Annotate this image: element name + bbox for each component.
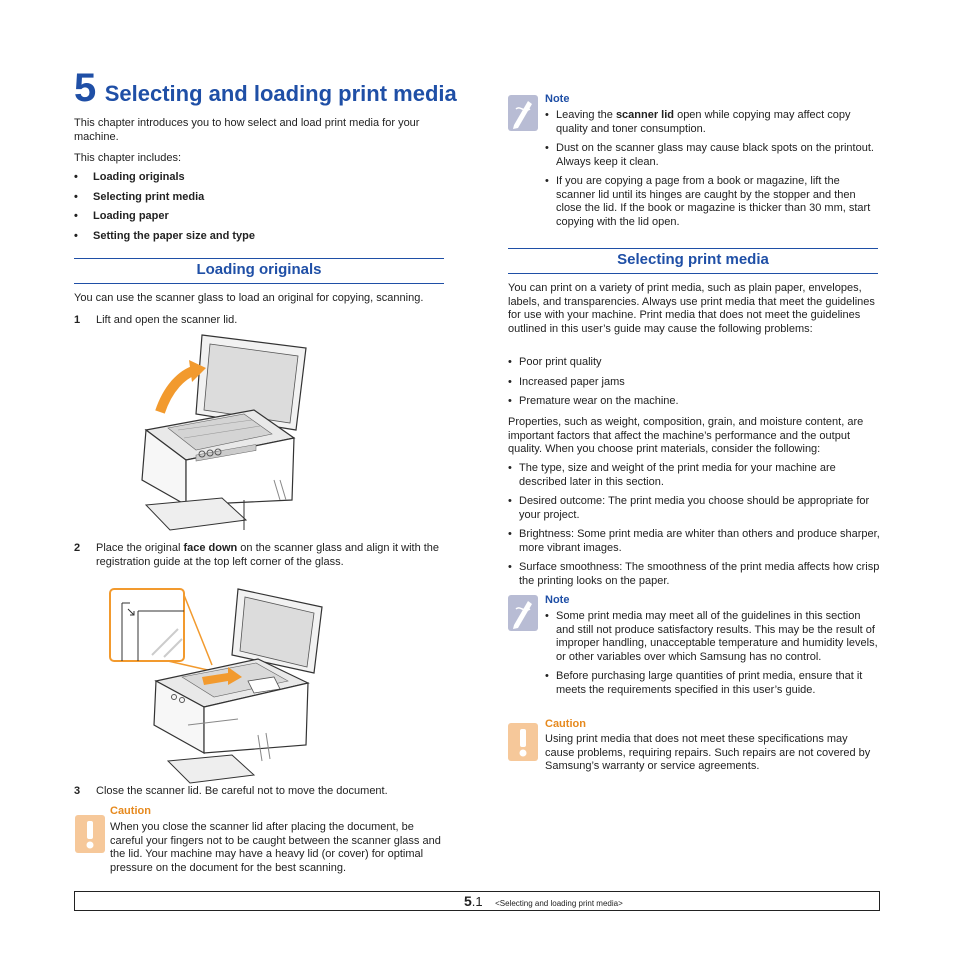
list-item: Desired outcome: The print media you cho… [508, 495, 880, 522]
list-item: If you are copying a page from a book or… [545, 175, 879, 229]
caution-title: Caution [545, 718, 586, 730]
list-item: Dust on the scanner glass may cause blac… [545, 142, 879, 169]
step-text: Lift and open the scanner lid. [96, 314, 238, 326]
page-number-major: 5 [464, 893, 472, 909]
note-icon [508, 95, 538, 131]
page-number-minor: .1 [471, 894, 483, 909]
list-item: Some print media may meet all of the gui… [545, 610, 879, 664]
includes-label: This chapter includes: [74, 152, 181, 164]
includes-list: Loading originals Selecting print media … [74, 171, 434, 249]
step-number: 3 [74, 785, 81, 797]
selecting-intro: You can print on a variety of print medi… [508, 282, 875, 335]
note-list: Leaving the scanner lid open while copyi… [545, 109, 879, 235]
chapter-heading: 5 Selecting and loading print media [74, 68, 457, 108]
list-item: Surface smoothness: The smoothness of th… [508, 561, 880, 588]
chapter-title: Selecting and loading print media [104, 81, 457, 106]
list-item: Loading paper [74, 210, 434, 224]
note-icon [508, 595, 538, 631]
note-list: Some print media may meet all of the gui… [545, 610, 879, 703]
step-text: Place the original [96, 542, 184, 554]
caution-icon [75, 815, 105, 853]
list-item: Before purchasing large quantities of pr… [545, 670, 879, 697]
loading-originals-heading: Loading originals [74, 258, 444, 284]
loading-intro: You can use the scanner glass to load an… [74, 292, 424, 304]
list-item: Premature wear on the machine. [508, 395, 878, 409]
chapter-number: 5 [74, 66, 97, 110]
list-item: Brightness: Some print media are whiter … [508, 528, 880, 555]
list-item: The type, size and weight of the print m… [508, 462, 880, 489]
caution-text: Using print media that does not meet the… [545, 733, 871, 772]
step-text: Close the scanner lid. Be careful not to… [96, 785, 388, 797]
step-number: 2 [74, 542, 81, 554]
note-title: Note [545, 93, 570, 105]
list-item: Increased paper jams [508, 376, 878, 390]
step-text: on the scanner glass and align it with t… [96, 542, 440, 568]
step-1: 1 Lift and open the scanner lid. [74, 314, 444, 328]
list-item: Setting the paper size and type [74, 230, 434, 244]
list-item: Loading originals [74, 171, 434, 185]
step-3: 3 Close the scanner lid. Be careful not … [74, 785, 454, 799]
caution-title: Caution [110, 805, 151, 817]
selecting-print-media-heading: Selecting print media [508, 248, 878, 274]
step-number: 1 [74, 314, 81, 326]
footer-label: <Selecting and loading print media> [495, 899, 623, 908]
list-item: Selecting print media [74, 191, 434, 205]
step-2: 2 Place the original face down on the sc… [74, 542, 454, 568]
list-item: Poor print quality [508, 356, 878, 370]
page-footer: 5.1 <Selecting and loading print media> [74, 891, 880, 911]
caution-icon [508, 723, 538, 761]
properties-paragraph: Properties, such as weight, composition,… [508, 416, 864, 455]
place-original-illustration [109, 588, 323, 784]
caution-text: When you close the scanner lid after pla… [110, 821, 441, 874]
problems-list: Poor print quality Increased paper jams … [508, 356, 878, 415]
note-title: Note [545, 594, 570, 606]
intro-paragraph: This chapter introduces you to how selec… [74, 117, 420, 143]
scanner-lid-open-illustration [141, 334, 307, 531]
list-item: Leaving the scanner lid open while copyi… [545, 109, 879, 136]
considerations-list: The type, size and weight of the print m… [508, 462, 880, 594]
step-text-bold: face down [183, 542, 238, 554]
